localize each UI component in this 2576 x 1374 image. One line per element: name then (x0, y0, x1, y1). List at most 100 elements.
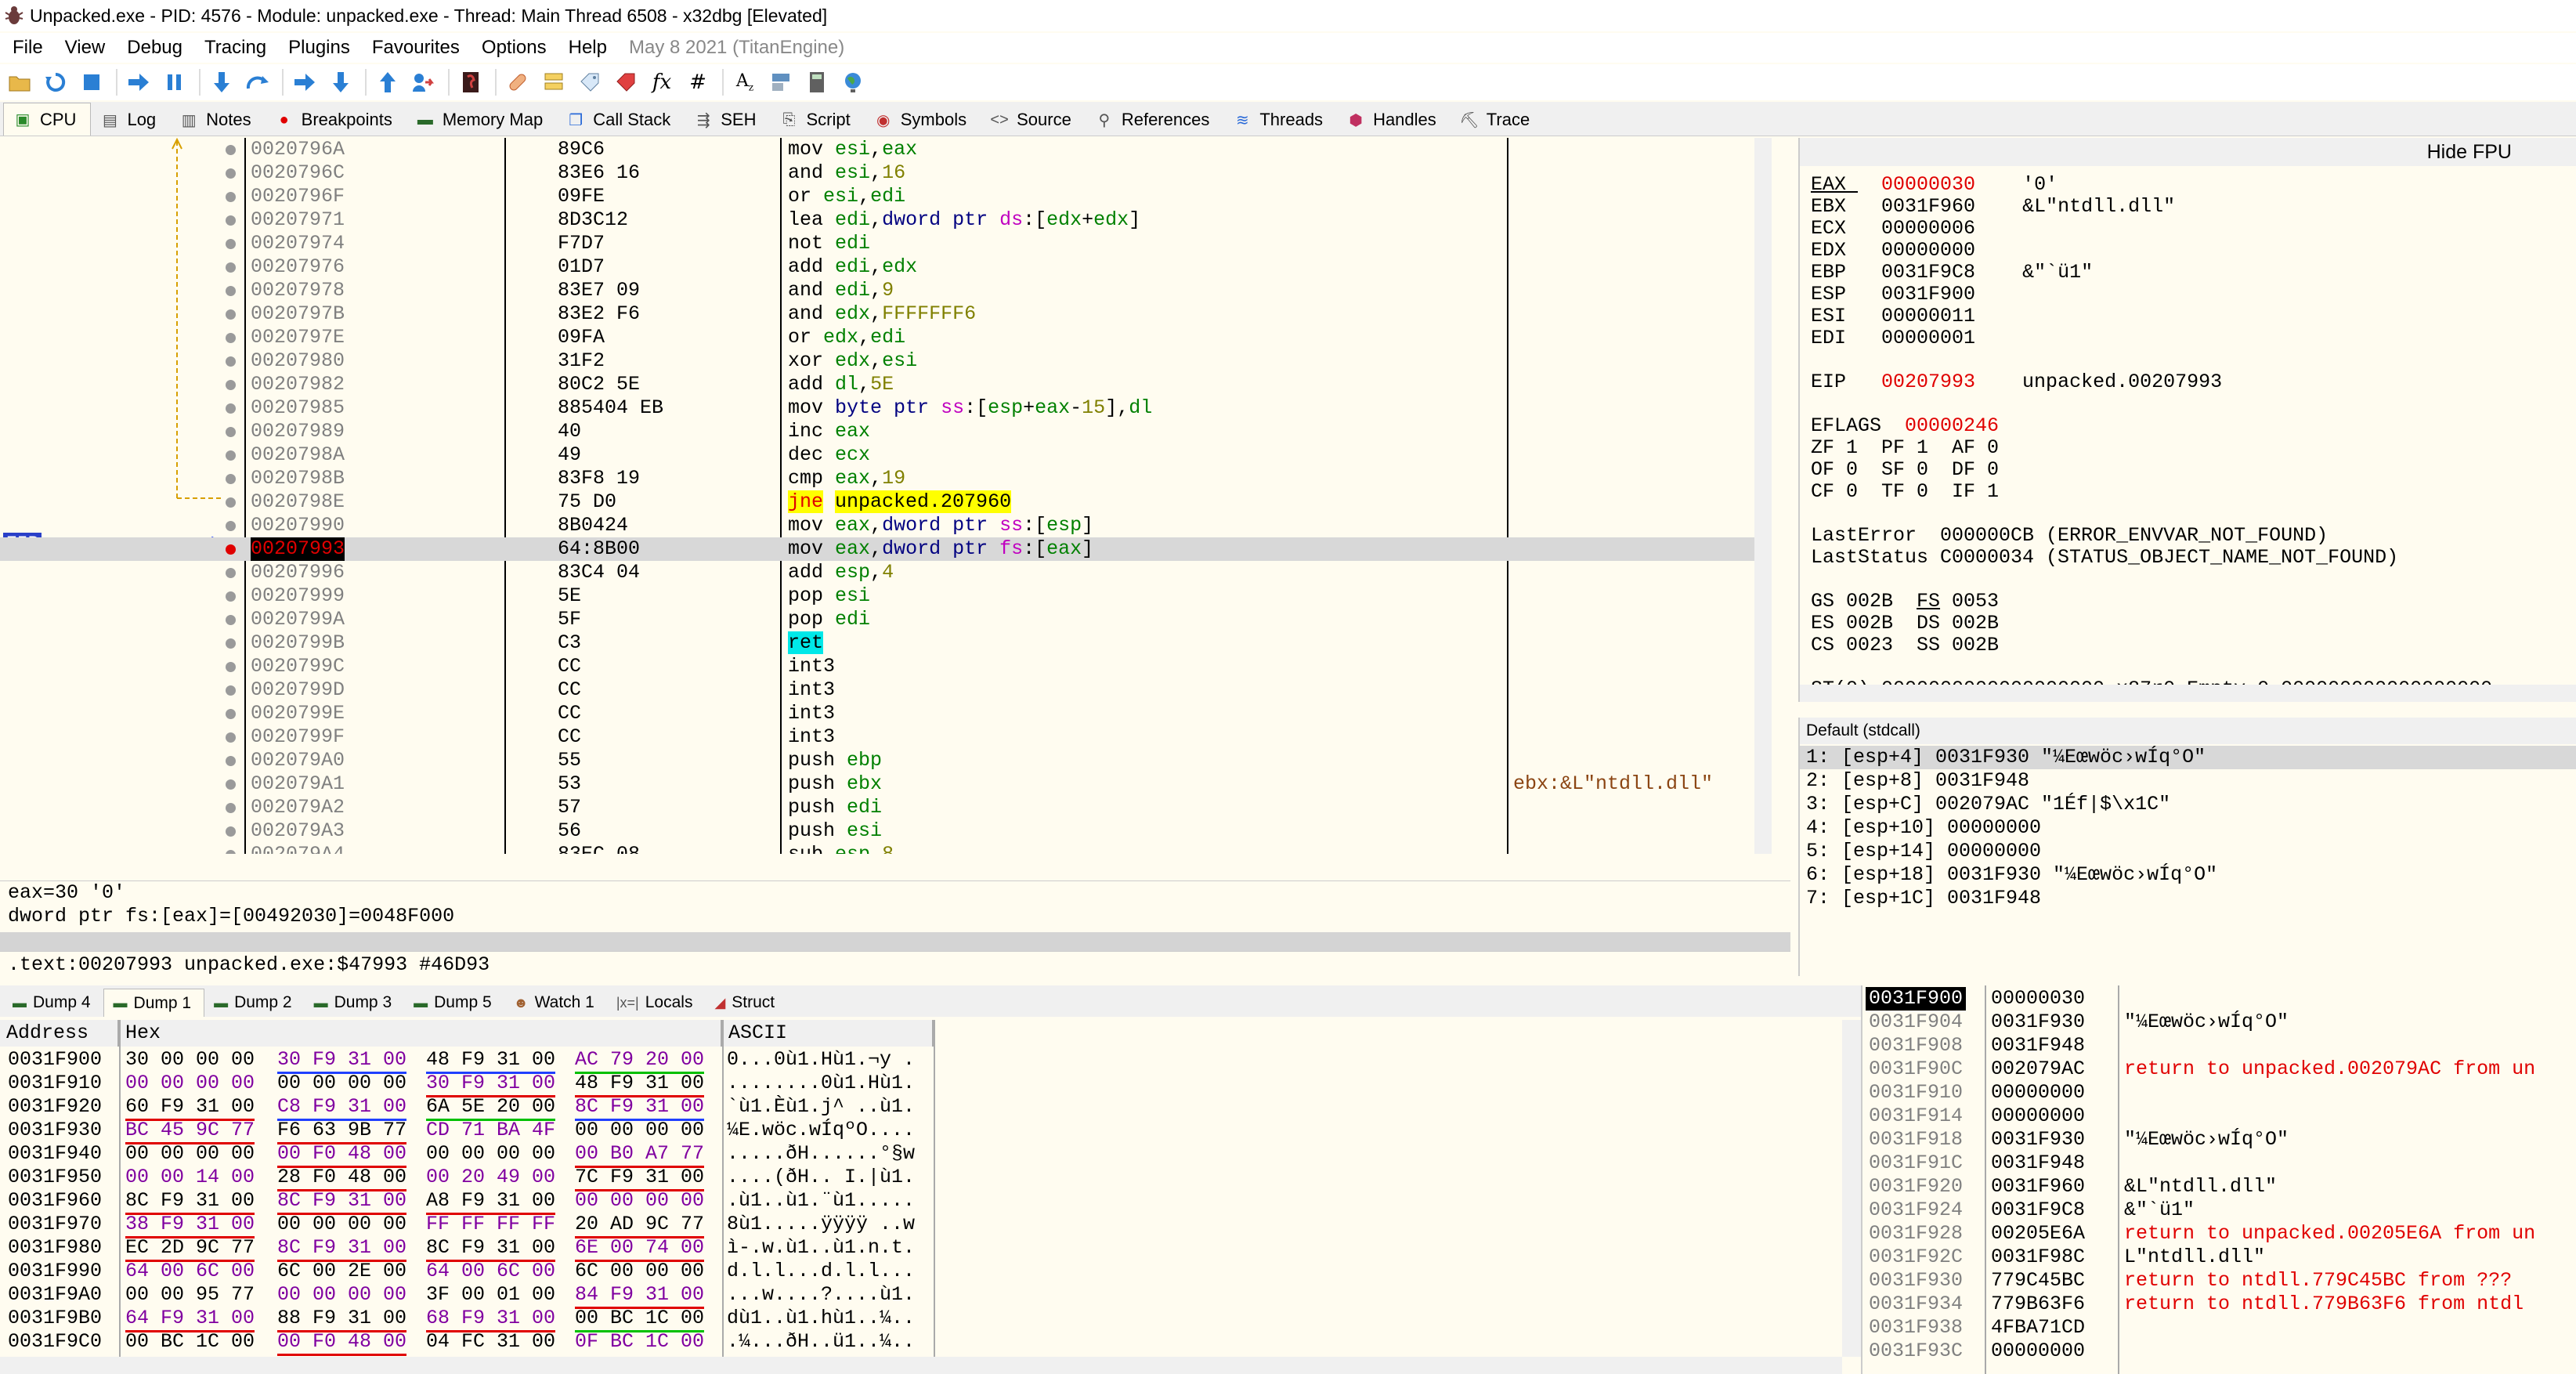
segment-row[interactable]: GS 002B FS 0053 (1811, 590, 2000, 613)
argument-row[interactable]: 1: [esp+4] 0031F930 "¼Eœwöc›wÍq°O" (1800, 746, 2576, 769)
breakpoint-dot[interactable] (226, 591, 236, 602)
tab-symbols[interactable]: ◉Symbols (865, 104, 981, 136)
functions-icon[interactable]: fx (652, 71, 672, 94)
tab-dump-4[interactable]: ▬Dump 4 (3, 989, 103, 1017)
tab-breakpoints[interactable]: ●Breakpoints (266, 104, 406, 136)
tab-dump-1[interactable]: ▬Dump 1 (103, 989, 205, 1017)
register-edi[interactable]: EDI 00000001 (1811, 327, 1976, 349)
disasm-row[interactable]: 002079A483EC 08sub esp,8 (0, 843, 1772, 854)
tab-threads[interactable]: ≋Threads (1223, 104, 1337, 136)
register-eax[interactable]: EAX 00000030 '0' (1811, 173, 2058, 196)
breakpoint-dot[interactable] (226, 732, 236, 743)
tab-notes[interactable]: ▥Notes (170, 104, 265, 136)
register-edx[interactable]: EDX 00000000 (1811, 239, 1976, 262)
open-folder-icon[interactable] (5, 67, 34, 97)
tab-script[interactable]: ⎘Script (771, 104, 865, 136)
breakpoint-dot[interactable] (226, 239, 236, 249)
argument-row[interactable]: 7: [esp+1C] 0031F948 (1806, 887, 2042, 909)
last-error[interactable]: LastError 000000CB (ERROR_ENVVAR_NOT_FOU… (1811, 524, 2329, 547)
segment-row[interactable]: ES 002B DS 002B (1811, 612, 2000, 635)
tab-watch-1[interactable]: ☻Watch 1 (504, 989, 607, 1017)
breakpoint-dot[interactable] (226, 826, 236, 837)
breakpoint-dot[interactable] (226, 333, 236, 343)
dump-hscrollbar[interactable] (0, 1357, 1842, 1374)
menu-view[interactable]: View (64, 37, 106, 58)
menu-help[interactable]: Help (568, 37, 607, 58)
globe-icon[interactable] (838, 67, 868, 97)
register-ebx[interactable]: EBX 0031F960 &L"ntdll.dll" (1811, 195, 2176, 218)
tab-dump-5[interactable]: ▬Dump 5 (404, 989, 504, 1017)
tab-locals[interactable]: |x=|Locals (607, 989, 706, 1017)
breakpoint-dot[interactable] (226, 380, 236, 390)
register-ebp[interactable]: EBP 0031F9C8 &"`ü1" (1811, 261, 2094, 284)
breakpoint-dot[interactable] (226, 685, 236, 696)
breakpoint-dot[interactable] (226, 779, 236, 790)
breakpoint-dot[interactable] (226, 521, 236, 531)
calculator-icon[interactable] (802, 67, 832, 97)
stop-icon[interactable] (77, 67, 107, 97)
tab-references[interactable]: ⚲References (1086, 104, 1224, 136)
trace-over-icon[interactable] (326, 67, 356, 97)
tab-log[interactable]: ▤Log (91, 104, 170, 136)
run-to-user-code-icon[interactable] (409, 67, 439, 97)
argument-row[interactable]: 4: [esp+10] 00000000 (1806, 816, 2042, 839)
tab-cpu[interactable]: ▣CPU (3, 103, 92, 136)
breakpoint-dot[interactable] (226, 850, 236, 854)
step-over-icon[interactable] (243, 67, 273, 97)
breakpoint-dot[interactable] (226, 803, 236, 813)
last-status[interactable]: LastStatus C0000034 (STATUS_OBJECT_NAME_… (1811, 546, 2399, 569)
trace-into-icon[interactable] (290, 67, 320, 97)
flag-row[interactable]: CF 0 TF 0 IF 1 (1811, 480, 2000, 503)
breakpoint-dot[interactable] (226, 427, 236, 437)
breakpoint-dot[interactable] (226, 215, 236, 226)
register-esi[interactable]: ESI 00000011 (1811, 305, 1976, 327)
breakpoint-dot[interactable] (226, 474, 236, 484)
breakpoint-dot[interactable] (226, 662, 236, 672)
scylla-icon[interactable] (456, 67, 486, 97)
breakpoint-dot[interactable] (226, 568, 236, 578)
tab-dump-3[interactable]: ▬Dump 3 (305, 989, 405, 1017)
argument-row[interactable]: 6: [esp+18] 0031F930 "¼Eœwöc›wÍq°O" (1806, 863, 2218, 886)
breakpoint-dot[interactable] (226, 262, 236, 273)
flag-row[interactable]: OF 0 SF 0 DF 0 (1811, 458, 2000, 481)
